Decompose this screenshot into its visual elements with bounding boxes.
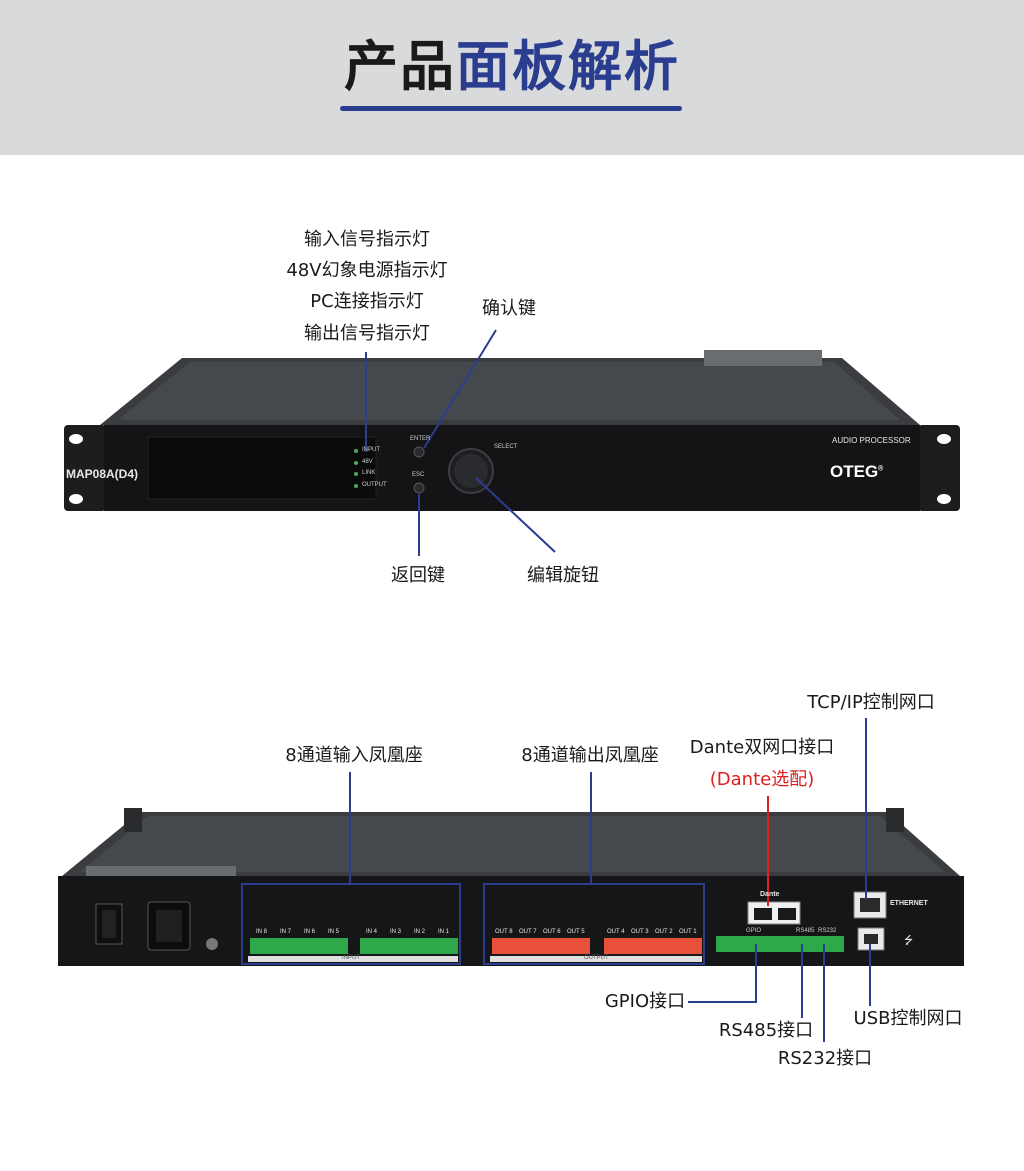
output-highlight-box <box>483 883 705 965</box>
input-channel-label: IN 1 <box>438 929 450 935</box>
output-channel-label: OUT 3 <box>631 929 649 935</box>
gpio-device-label: GPIO <box>746 928 762 934</box>
input-channel-label: IN 5 <box>328 929 340 935</box>
input-channel-label: IN 3 <box>390 929 402 935</box>
input-channel-label: IN 8 <box>256 929 268 935</box>
led-label-48v: 48V <box>362 459 373 465</box>
label-output-led: 输出信号指示灯 <box>304 323 430 344</box>
label-enter-key: 确认键 <box>482 298 536 319</box>
input-group-label: INPUT <box>342 955 360 961</box>
model-name: MAP08A(D4) <box>66 467 139 481</box>
label-input-led: 输入信号指示灯 <box>304 229 430 250</box>
label-esc-key: 返回键 <box>391 565 445 586</box>
label-rs232-port: RS232接口 <box>777 1048 873 1069</box>
output-channel-label: OUT 4 <box>607 929 625 935</box>
label-pc-led: PC连接指示灯 <box>310 291 424 312</box>
display-screen <box>147 436 377 500</box>
input-channel-label: IN 2 <box>414 929 426 935</box>
label-tcpip-port: TCP/IP控制网口 <box>807 692 935 713</box>
enter-label: ENTER <box>410 436 431 442</box>
label-dante-optional: (Dante选配) <box>709 769 815 790</box>
input-terminal-block-1 <box>250 938 348 954</box>
select-label: SELECT <box>494 444 518 450</box>
enter-button <box>413 446 425 458</box>
esc-label: ESC <box>412 472 425 478</box>
page-title: 产品面板解析 <box>0 22 1024 101</box>
dante-logo: Dante <box>760 891 780 898</box>
output-channel-label: OUT 1 <box>679 929 697 935</box>
output-channel-label: OUT 7 <box>519 929 537 935</box>
esc-button <box>413 482 425 494</box>
output-group-label: OUTPUT <box>584 955 609 961</box>
label-rs485-port: RS485接口 <box>718 1020 814 1041</box>
front-rack-ear-right <box>918 425 960 511</box>
label-dante-ports: Dante双网口接口 <box>689 737 835 758</box>
input-channel-label: IN 6 <box>304 929 316 935</box>
output-terminal-block-1 <box>492 938 590 954</box>
led-label-output: OUTPUT <box>362 482 387 488</box>
label-input-connectors: 8通道输入凤凰座 <box>285 745 423 766</box>
label-knob: 编辑旋钮 <box>527 565 599 586</box>
input-channel-label: IN 7 <box>280 929 292 935</box>
title-underline <box>340 106 682 111</box>
brand-logo: OTEG® <box>830 462 884 481</box>
output-terminal-block-2 <box>604 938 702 954</box>
usb-symbol-icon: ⭍ <box>904 935 914 947</box>
label-gpio-port: GPIO接口 <box>604 991 686 1012</box>
output-channel-label: OUT 6 <box>543 929 561 935</box>
label-phantom-led: 48V幻象电源指示灯 <box>286 260 448 281</box>
product-type: AUDIO PROCESSOR <box>832 436 911 445</box>
led-label-input: INPUT <box>362 447 380 453</box>
rs232-device-label: RS232 <box>818 928 837 934</box>
rs485-device-label: RS485 <box>796 928 815 934</box>
front-rack-ear-left <box>64 425 106 511</box>
input-terminal-block-2 <box>360 938 458 954</box>
output-channel-label: OUT 2 <box>655 929 673 935</box>
label-usb-port: USB控制网口 <box>853 1008 963 1029</box>
output-channel-label: OUT 5 <box>567 929 585 935</box>
input-channel-label: IN 4 <box>366 929 378 935</box>
gpio-rs-terminal-block <box>716 936 844 952</box>
header-banner: 产品面板解析 <box>0 0 1024 155</box>
output-channel-label: OUT 8 <box>495 929 513 935</box>
led-label-link: LINK <box>362 470 376 476</box>
title-part-1: 产品 <box>344 35 456 98</box>
title-part-2: 面板解析 <box>456 35 680 98</box>
ethernet-device-label: ETHERNET <box>890 900 928 907</box>
label-output-connectors: 8通道输出凤凰座 <box>521 745 659 766</box>
